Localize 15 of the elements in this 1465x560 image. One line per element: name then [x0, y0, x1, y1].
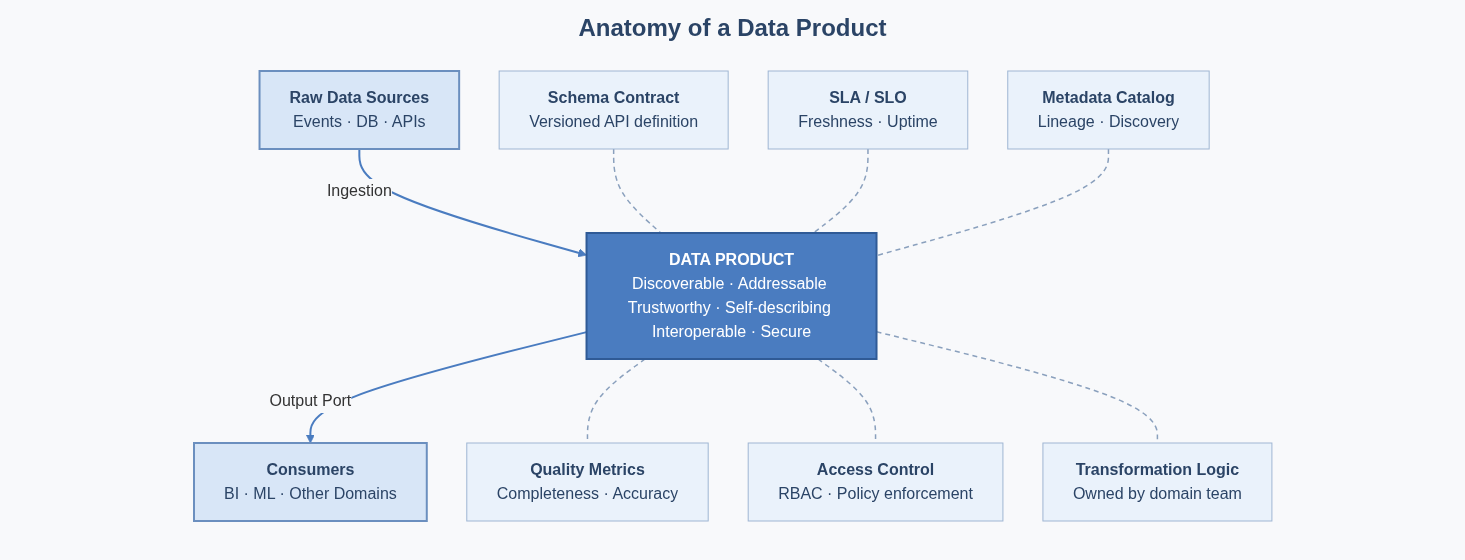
node-box: Transformation Logic Owned by domain team — [1041, 442, 1272, 522]
connector — [812, 148, 869, 234]
node-box: Schema Contract Versioned API definition — [498, 70, 729, 150]
node-box: Quality Metrics Completeness · Accuracy — [465, 442, 709, 522]
node-box: SLA / SLO Freshness · Uptime — [767, 70, 968, 150]
connector — [612, 148, 662, 234]
node-box: Access Control RBAC · Policy enforcement — [747, 442, 1003, 522]
arrow — [357, 148, 587, 258]
node-box: Consumers BI · ML · Other Domains — [192, 442, 428, 522]
edge-label: Output Port — [269, 392, 351, 409]
node-box: DATA PRODUCT Discoverable · Addressable Trustworthy · Self-describing Interoperable · Secure — [585, 232, 878, 360]
node-box: Raw Data Sources Events · DB · APIs — [258, 70, 460, 150]
edge-label: Ingestion — [326, 182, 392, 199]
node-box: Metadata Catalog Lineage · Discovery — [1006, 70, 1210, 150]
diagram-title: Anatomy of a Data Product — [577, 14, 888, 42]
